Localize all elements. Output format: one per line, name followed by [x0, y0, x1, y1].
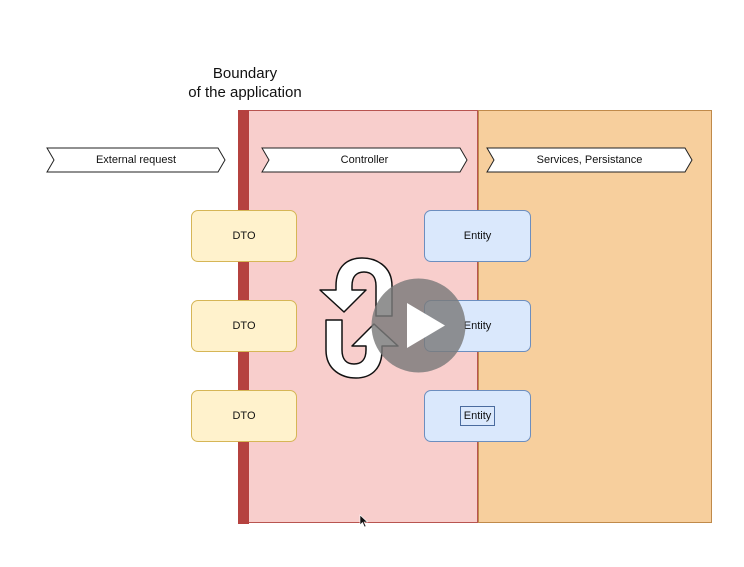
mouse-pointer-icon [359, 514, 369, 528]
services-persistance-arrow: Services, Persistance [486, 147, 693, 173]
play-icon[interactable] [371, 278, 466, 373]
external-request-arrow: External request [46, 147, 226, 173]
dto-box: DTO [191, 390, 297, 442]
services-persistance-label: Services, Persistance [536, 154, 643, 166]
entity-box: Entity [424, 210, 531, 262]
boundary-title-line2: of the application [188, 84, 302, 101]
entity-label: Entity [459, 406, 496, 426]
dto-label: DTO [232, 410, 256, 422]
dto-label: DTO [232, 230, 256, 242]
entity-label: Entity [463, 320, 492, 332]
dto-box: DTO [191, 300, 297, 352]
boundary-title: Boundary of the application [170, 64, 320, 102]
external-request-label: External request [95, 154, 177, 166]
controller-arrow: Controller [261, 147, 468, 173]
entity-label: Entity [463, 230, 492, 242]
boundary-title-line1: Boundary [212, 65, 278, 82]
dto-box: DTO [191, 210, 297, 262]
controller-label: Controller [340, 154, 389, 166]
dto-label: DTO [232, 320, 256, 332]
entity-box-selected[interactable]: Entity [424, 390, 531, 442]
